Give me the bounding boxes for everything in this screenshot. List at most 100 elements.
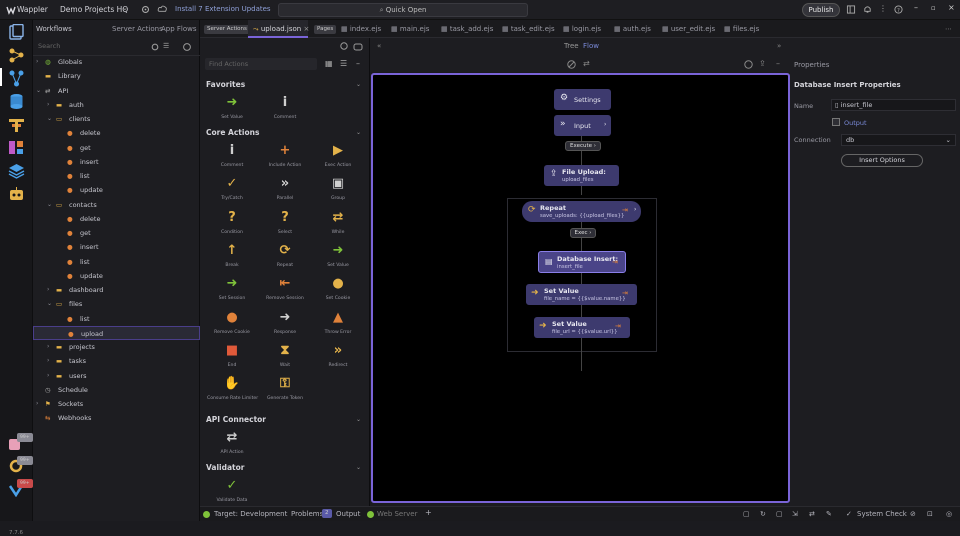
lock-icon[interactable]: ⊡ [927,510,933,518]
find-actions-input[interactable]: Find Actions [205,58,317,70]
chevron-down-icon[interactable]: ⌄ [122,4,128,12]
name-field[interactable]: ▯ insert_file [831,99,956,111]
tree-item[interactable]: ●upload [33,325,200,340]
file-upload-node[interactable]: ⇪ File Upload: upload_files [544,165,619,186]
project-selector[interactable]: Demo Projects HQ [60,5,129,14]
action-tile[interactable]: ?Condition [207,206,257,238]
tab-user-edit-ejs[interactable]: ▦ user_edit.ejs [662,25,716,33]
insert-options-button[interactable]: Insert Options [841,154,923,167]
grid-view-icon[interactable]: ▦ [325,59,333,68]
tree-item[interactable]: ▬Library [33,69,200,83]
quick-open-search[interactable]: ⌕ Quick Open [278,3,528,17]
tree-item[interactable]: ●delete [33,212,200,226]
output-checkbox[interactable] [832,118,840,126]
action-tile[interactable]: ⟳Repeat [260,239,310,271]
minimize-panel-icon[interactable]: – [776,59,780,68]
flow-canvas[interactable]: ⚙ Settings » Input › Execute › ⇪ File Up… [371,73,790,503]
action-tile[interactable]: ⚿Generate Token [260,372,310,404]
cloud-sync-icon[interactable] [157,5,168,14]
tab-index-ejs[interactable]: ▦ index.ejs [341,25,382,33]
publish-button[interactable]: Publish [802,3,840,17]
section-heading[interactable]: Core Actions [206,128,260,137]
tab-upload-json[interactable]: ⤳ upload.json × [253,20,309,38]
action-tile[interactable]: ✓Try/Catch [207,172,257,204]
workflow-icon[interactable] [8,47,25,64]
gear-icon[interactable] [151,43,159,51]
chevron-down-icon[interactable]: ⌄ [356,129,362,136]
database-insert-node[interactable]: ▤ Database Insert: insert_file ⇥ [538,251,626,273]
tab-app-flows[interactable]: App Flows [161,25,197,33]
action-tile[interactable]: ➜Response [260,306,310,338]
tab-main-ejs[interactable]: ▦ main.ejs [391,25,430,33]
action-tile[interactable]: ↑Break [207,239,257,271]
tree-item[interactable]: ⇆Webhooks [33,411,200,425]
chevron-right-icon[interactable]: › [47,343,50,350]
action-tile[interactable]: ●Set Cookie [313,272,363,304]
chevron-right-icon[interactable]: › [36,58,39,65]
action-tile[interactable]: ▲Throw Error [313,306,363,338]
tab-login-ejs[interactable]: ▦ login.ejs [563,25,602,33]
chevron-right-icon[interactable]: › [47,357,50,365]
tab-flow[interactable]: Flow [583,42,599,50]
ai-assistant-icon[interactable] [8,186,25,203]
problems-tab[interactable]: Problems [291,510,324,518]
action-tile[interactable]: ▶Exec Action [313,139,363,171]
tree-item[interactable]: ›▬tasks [33,354,200,368]
tree-item[interactable]: ●list [33,312,200,326]
export-icon[interactable]: ⇪ [759,59,766,68]
action-tile[interactable]: ➜Set Value [207,91,257,123]
workflow-search-input[interactable]: Search [38,42,61,50]
close-icon[interactable]: × [303,25,310,33]
settings-icon[interactable] [141,5,150,14]
help-icon[interactable] [183,43,191,51]
output-tab[interactable]: Output [336,510,361,518]
bell-icon[interactable] [863,5,872,14]
collapse-right-icon[interactable]: » [777,42,782,50]
help-icon[interactable] [744,60,753,69]
layout-icon[interactable] [846,5,856,14]
tree-item[interactable]: ›◍Globals [33,55,200,69]
action-tile[interactable]: »Redirect [313,339,363,371]
tab-auth-ejs[interactable]: ▦ auth.ejs [614,25,651,33]
section-heading[interactable]: Favorites [206,80,246,89]
tree-item[interactable]: ●insert [33,240,200,254]
chevron-down-icon[interactable]: ⌄ [356,464,362,471]
edit-icon[interactable]: ✎ [826,510,832,518]
action-tile[interactable]: ✋Consume Rate Limiter [207,372,258,404]
action-tile[interactable]: »Parallel [260,172,310,204]
action-tile[interactable]: ⧗Wait [260,339,310,371]
tab-pages-group[interactable]: Pages [314,20,337,38]
tree-item[interactable]: ›⚑Sockets [33,397,200,411]
pin-icon[interactable] [339,42,349,51]
collapse-left-icon[interactable]: « [377,42,382,50]
repeat-node[interactable]: ⟳ Repeat save_uploads: {{upload_files}} … [522,201,641,222]
tree-item[interactable]: ●insert [33,155,200,169]
tree-item[interactable]: ›▬dashboard [33,283,200,297]
tree-item[interactable]: ●update [33,183,200,197]
more-vertical-icon[interactable]: ⋮ [879,4,887,13]
action-tile[interactable]: ➜Set Session [207,272,257,304]
tab-task-edit-ejs[interactable]: ▦ task_edit.ejs [502,25,555,33]
server-actions-icon[interactable] [8,70,25,87]
filter-icon[interactable]: ☰ [163,42,170,50]
tree-item[interactable]: ›▬users [33,369,200,383]
add-terminal-icon[interactable]: + [425,508,432,517]
connection-select[interactable]: db ⌄ [841,134,956,146]
tree-item[interactable]: ●list [33,169,200,183]
chevron-right-icon[interactable]: › [36,400,39,407]
web-server-tab[interactable]: Web Server [377,510,418,518]
maximize-button[interactable]: ▫ [931,4,936,12]
panel-toggle-icon[interactable]: ▢ [743,510,750,518]
action-tile[interactable]: ➜Set Value [313,239,363,271]
refresh-icon[interactable]: ↻ [760,510,766,518]
deploy-icon[interactable]: ⇲ [792,510,798,518]
cloud-icon[interactable] [353,42,363,51]
system-check-button[interactable]: System Check [857,510,907,518]
chevron-down-icon[interactable]: ⌄ [47,300,53,308]
action-tile[interactable]: ?Select [260,206,310,238]
set-value-node-1[interactable]: ➜ Set Value file_name = {{$value.name}} … [526,284,637,305]
link-icon[interactable]: ⇄ [583,59,590,68]
extension-updates-link[interactable]: Install 7 Extension Updates [175,5,271,13]
action-tile[interactable]: ✓Validate Data [207,474,257,506]
